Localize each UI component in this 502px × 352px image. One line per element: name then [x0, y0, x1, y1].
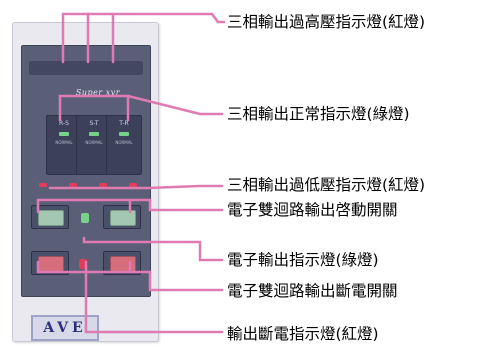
callout-line-start-switch — [36, 198, 224, 214]
callout-label-normal: 三相輸出正常指示燈(綠燈) — [227, 105, 410, 123]
undervoltage-led — [39, 183, 47, 187]
callout-line-normal — [58, 94, 130, 122]
brand-badge: AVE — [31, 315, 99, 341]
start-switch-right[interactable] — [103, 205, 141, 229]
callout-line-undervoltage — [48, 184, 224, 190]
start-button[interactable] — [38, 210, 64, 226]
output-off-led — [79, 259, 87, 269]
normal-led — [89, 132, 99, 136]
start-switch-left[interactable] — [31, 205, 69, 229]
meter-label: T-R — [119, 120, 129, 127]
overvoltage-indicator-bar — [29, 61, 143, 75]
brand-text: AVE — [43, 320, 87, 336]
device-title: Super xvr — [75, 88, 121, 97]
callout-label-undervoltage: 三相輸出過低壓指示燈(紅燈) — [227, 176, 426, 194]
normal-led — [59, 132, 69, 136]
callout-line-overvoltage — [61, 12, 226, 64]
meter-sub-label: NORMAL — [115, 140, 133, 145]
undervoltage-led — [129, 183, 137, 187]
callout-label-electronic-output: 電子輸出指示燈(綠燈) — [227, 251, 379, 269]
meter-sub-label: NORMAL — [85, 140, 103, 145]
meter-tr: T-R NORMAL — [106, 115, 142, 175]
meter-label: R-S — [59, 120, 69, 127]
callout-line-off-switch — [36, 260, 224, 292]
start-button[interactable] — [110, 210, 136, 226]
callout-label-off-switch: 電子雙迴路輸出斷電開關 — [227, 282, 398, 300]
undervoltage-led-row — [35, 183, 147, 189]
undervoltage-led — [99, 183, 107, 187]
meter-sub-label: NORMAL — [55, 140, 73, 145]
callout-label-start-switch: 電子雙迴路輸出啓動開關 — [227, 201, 398, 219]
normal-led — [119, 132, 129, 136]
meter-label: S-T — [89, 120, 99, 127]
callout-line-electronic-output — [82, 236, 224, 262]
undervoltage-led — [69, 183, 77, 187]
electronic-output-led — [81, 213, 89, 223]
callout-label-output-off: 輸出斷電指示燈(紅燈) — [227, 325, 379, 343]
device-body: Super xvr R-S NORMAL S-T NORMAL T-R NORM… — [12, 22, 159, 342]
callout-label-overvoltage: 三相輸出過高壓指示燈(紅燈) — [227, 13, 426, 31]
callout-line-output-off — [84, 260, 224, 334]
callout-line-normal — [126, 94, 224, 116]
